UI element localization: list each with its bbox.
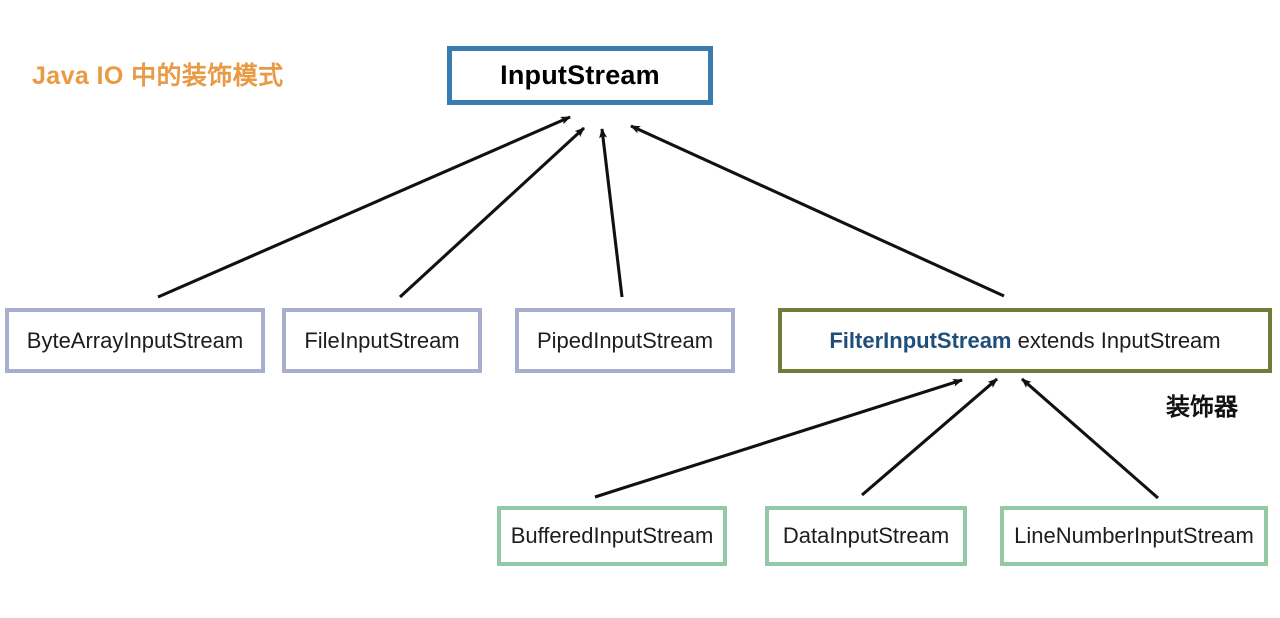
- node-inputstream[interactable]: InputStream: [447, 46, 713, 105]
- node-bytearrayinputstream-label: ByteArrayInputStream: [26, 327, 244, 353]
- edge-data-to-filter: [860, 377, 999, 497]
- node-pipedinputstream-label: PipedInputStream: [536, 327, 714, 353]
- decorator-annotation: 装饰器: [1166, 394, 1238, 421]
- node-linenumberinputstream[interactable]: LineNumberInputStream: [1000, 506, 1268, 566]
- diagram-title: Java IO 中的装饰模式: [32, 62, 284, 90]
- edge-filter-to-inputstream: [630, 124, 1005, 298]
- edge-file-to-inputstream: [398, 126, 586, 299]
- node-inputstream-label: InputStream: [500, 60, 660, 90]
- node-fileinputstream-label: FileInputStream: [304, 327, 460, 353]
- edge-piped-to-inputstream: [599, 128, 624, 298]
- node-bytearrayinputstream[interactable]: ByteArrayInputStream: [5, 308, 265, 373]
- node-pipedinputstream[interactable]: PipedInputStream: [515, 308, 735, 373]
- node-linenumberinputstream-label: LineNumberInputStream: [1014, 523, 1254, 548]
- node-filterinputstream[interactable]: FilterInputStream extends InputStream: [778, 308, 1272, 373]
- node-datainputstream[interactable]: DataInputStream: [765, 506, 967, 566]
- edge-bytearray-to-inputstream: [157, 115, 571, 299]
- node-bufferedinputstream[interactable]: BufferedInputStream: [497, 506, 727, 566]
- node-datainputstream-label: DataInputStream: [782, 523, 950, 548]
- node-filterinputstream-label: FilterInputStream extends InputStream: [829, 328, 1220, 354]
- node-bufferedinputstream-label: BufferedInputStream: [510, 523, 714, 548]
- edge-linenumber-to-filter: [1020, 377, 1160, 500]
- edge-buffered-to-filter: [594, 378, 963, 499]
- node-filterinputstream-extends: extends InputStream: [1011, 327, 1221, 353]
- node-filterinputstream-classname: FilterInputStream: [829, 327, 1012, 353]
- node-fileinputstream[interactable]: FileInputStream: [282, 308, 482, 373]
